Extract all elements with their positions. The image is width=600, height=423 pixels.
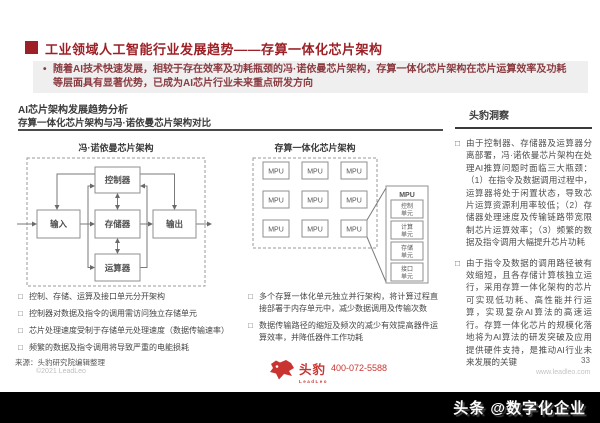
leadleo-logo-icon <box>270 360 294 380</box>
list-item: □ 多个存算一体化单元独立并行架构，将计算过程直接部署于内存单元中，减少数据调用… <box>248 292 438 313</box>
checkbox-marker: □ <box>248 321 253 330</box>
section-divider <box>18 129 443 131</box>
mpu-cell-label: MPU <box>346 227 362 234</box>
watermark-bar: 头条 @数字化企业 <box>0 392 600 423</box>
svg-text:单元: 单元 <box>401 210 413 218</box>
checkbox-marker: □ <box>455 138 461 148</box>
diagram-boundary <box>26 157 206 287</box>
sidebar-bullet: □ 由于指令及数据的调用路径被有效缩短，且各存储计算核独立运行，采用存算一体化架… <box>455 257 592 367</box>
watermark-text: 头条 @数字化企业 <box>453 400 586 417</box>
node-controller <box>94 166 141 194</box>
svg-text:单元: 单元 <box>401 252 413 260</box>
node-alu-label: 运算器 <box>105 263 131 273</box>
copyright-note: ©2021 LeadLeo <box>36 368 86 375</box>
insight-sidebar: 头豹洞察 □ 由于控制器、存储器及运算器分离部署，冯·诺依曼芯片架构在处理AI推… <box>455 107 592 368</box>
mpu-cell-label: MPU <box>268 169 284 176</box>
compute-in-memory-diagram-title: 存算一体化芯片架构 <box>274 142 355 153</box>
svg-text:单元: 单元 <box>401 231 413 239</box>
page-title: 工业领域人工智能行业发展趋势——存算一体化芯片架构 <box>45 42 383 57</box>
node-alu <box>94 253 141 282</box>
mpu-callout: MPU 控制 单元 计算 单元 存储 单元 接口 单元 <box>385 185 429 284</box>
sidebar-heading: 头豹洞察 <box>469 111 509 122</box>
list-item: □ 控制器对数据及指令的调用需访问独立存储单元 <box>18 309 197 318</box>
page-number: 33 <box>581 356 590 365</box>
svg-text:单元: 单元 <box>401 273 413 281</box>
summary-bullet-marker: • <box>43 64 47 75</box>
mpu-cell-label: MPU <box>268 198 284 205</box>
mpu-cell-label: MPU <box>346 169 362 176</box>
brand-name-en: LeadLeo <box>299 379 329 384</box>
mpu-cell-label: MPU <box>268 227 284 234</box>
list-item: □ 数据传输路径的缩短及频次的减少有效提高器件运算效率，并降低器件工作功耗 <box>248 321 438 342</box>
mpu-cell-label: MPU <box>307 169 323 176</box>
node-controller-label: 控制器 <box>105 175 131 185</box>
website-url: www.leadleo.com <box>536 369 591 376</box>
node-input-label: 输入 <box>50 219 68 229</box>
checkbox-marker: □ <box>18 326 23 335</box>
list-item: □ 频繁的数据及指令调用将导致严重的电能损耗 <box>18 343 189 352</box>
compute-in-memory-bullet-list: □ 多个存算一体化单元独立并行架构，将计算过程直接部署于内存单元中，减少数据调用… <box>248 291 438 349</box>
title-accent-square <box>25 41 38 54</box>
contact-phone: 400-072-5588 <box>331 363 388 373</box>
node-output-label: 输出 <box>166 219 183 229</box>
unit-storage-label: 存储 <box>401 244 413 252</box>
list-item: □ 控制、存储、运算及接口单元分开架构 <box>18 292 165 301</box>
node-output <box>152 209 197 239</box>
checkbox-marker: □ <box>18 309 23 318</box>
mpu-cell-label: MPU <box>346 198 362 205</box>
node-memory <box>94 209 141 239</box>
mpu-callout-title: MPU <box>399 192 415 199</box>
section-subheading: 存算一体化芯片架构与冯·诺依曼芯片架构对比 <box>18 118 212 129</box>
checkbox-marker: □ <box>18 343 23 352</box>
sidebar-bullet: □ 由于控制器、存储器及运算器分离部署，冯·诺依曼芯片架构在处理AI推算问题时面… <box>455 138 592 248</box>
mpu-cell-label: MPU <box>307 227 323 234</box>
node-memory-label: 存储器 <box>104 219 131 229</box>
unit-control-label: 控制 <box>401 202 413 210</box>
node-input <box>36 209 81 239</box>
checkbox-marker: □ <box>455 257 461 268</box>
checkbox-marker: □ <box>248 292 253 301</box>
list-item: □ 芯片处理速度受制于存储单元处理速度（数据传输速率） <box>18 326 229 335</box>
summary-text: 随着AI技术快速发展，相较于存在效率及功耗瓶颈的冯·诺依曼芯片架构，存算一体化芯… <box>53 64 567 89</box>
mpu-grid: MPU MPU MPU MPU MPU MPU MPU MPU MPU <box>262 161 368 238</box>
checkbox-marker: □ <box>18 292 23 301</box>
summary-box: • 随着AI技术快速发展，相较于存在效率及功耗瓶颈的冯·诺依曼芯片架构，存算一体… <box>33 61 588 93</box>
unit-interface-label: 接口 <box>401 265 413 273</box>
compute-in-memory-diagram: 存算一体化芯片架构 MPU MPU MPU MPU MPU MPU MPU MP… <box>252 142 429 284</box>
brand-name-zh: 头豹 <box>299 363 327 377</box>
sidebar-divider <box>455 127 592 129</box>
mpu-cell-label: MPU <box>307 198 323 205</box>
von-neumann-bullet-list: □ 控制、存储、运算及接口单元分开架构 □ 控制器对数据及指令的调用需访问独立存… <box>18 291 244 359</box>
diagram-boundary <box>252 157 378 249</box>
leadleo-brand: 头豹 LeadLeo <box>299 359 328 384</box>
unit-compute-label: 计算 <box>401 223 413 231</box>
source-note: 来源：头豹研究院编辑整理 <box>15 358 105 367</box>
von-neumann-diagram-title: 冯·诺依曼芯片架构 <box>79 142 154 153</box>
section-heading: AI芯片架构发展趋势分析 <box>18 105 128 116</box>
von-neumann-diagram: 冯·诺依曼芯片架构 控制器 输入 存储器 输出 运算器 <box>17 142 212 287</box>
